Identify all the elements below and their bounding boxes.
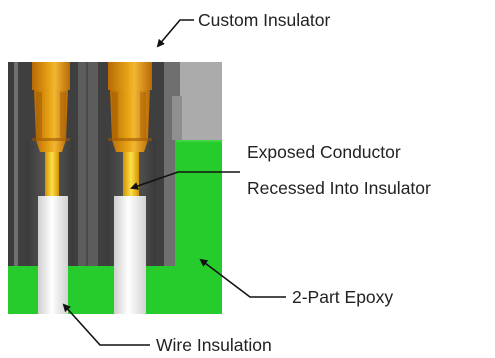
- leader-two-part-epoxy: [199, 258, 286, 298]
- insulator-web-line: [86, 62, 88, 268]
- wire-insulation-left: [38, 196, 68, 314]
- exposed-conductor-right: [123, 152, 139, 198]
- epoxy-fill: [8, 140, 222, 314]
- label-wire-insulation: Wire Insulation: [156, 335, 272, 355]
- insulator-side-step: [172, 96, 182, 140]
- contact-pin-right: [108, 62, 152, 152]
- leader-custom-insulator: [156, 19, 194, 48]
- leader-wire-insulation: [62, 303, 150, 346]
- insulator-wall-left: [8, 62, 14, 272]
- contact-pin-left: [32, 62, 70, 152]
- label-exposed-conductor-line2: Recessed Into Insulator: [247, 178, 431, 198]
- exposed-conductor-left: [45, 152, 59, 198]
- insulator-side-light: [180, 62, 222, 140]
- label-two-part-epoxy: 2-Part Epoxy: [292, 287, 393, 307]
- label-exposed-conductor-line1: Exposed Conductor: [247, 142, 401, 162]
- wire-insulation-right: [114, 196, 146, 314]
- leader-exposed-conductor: [130, 171, 240, 190]
- label-custom-insulator: Custom Insulator: [198, 10, 330, 30]
